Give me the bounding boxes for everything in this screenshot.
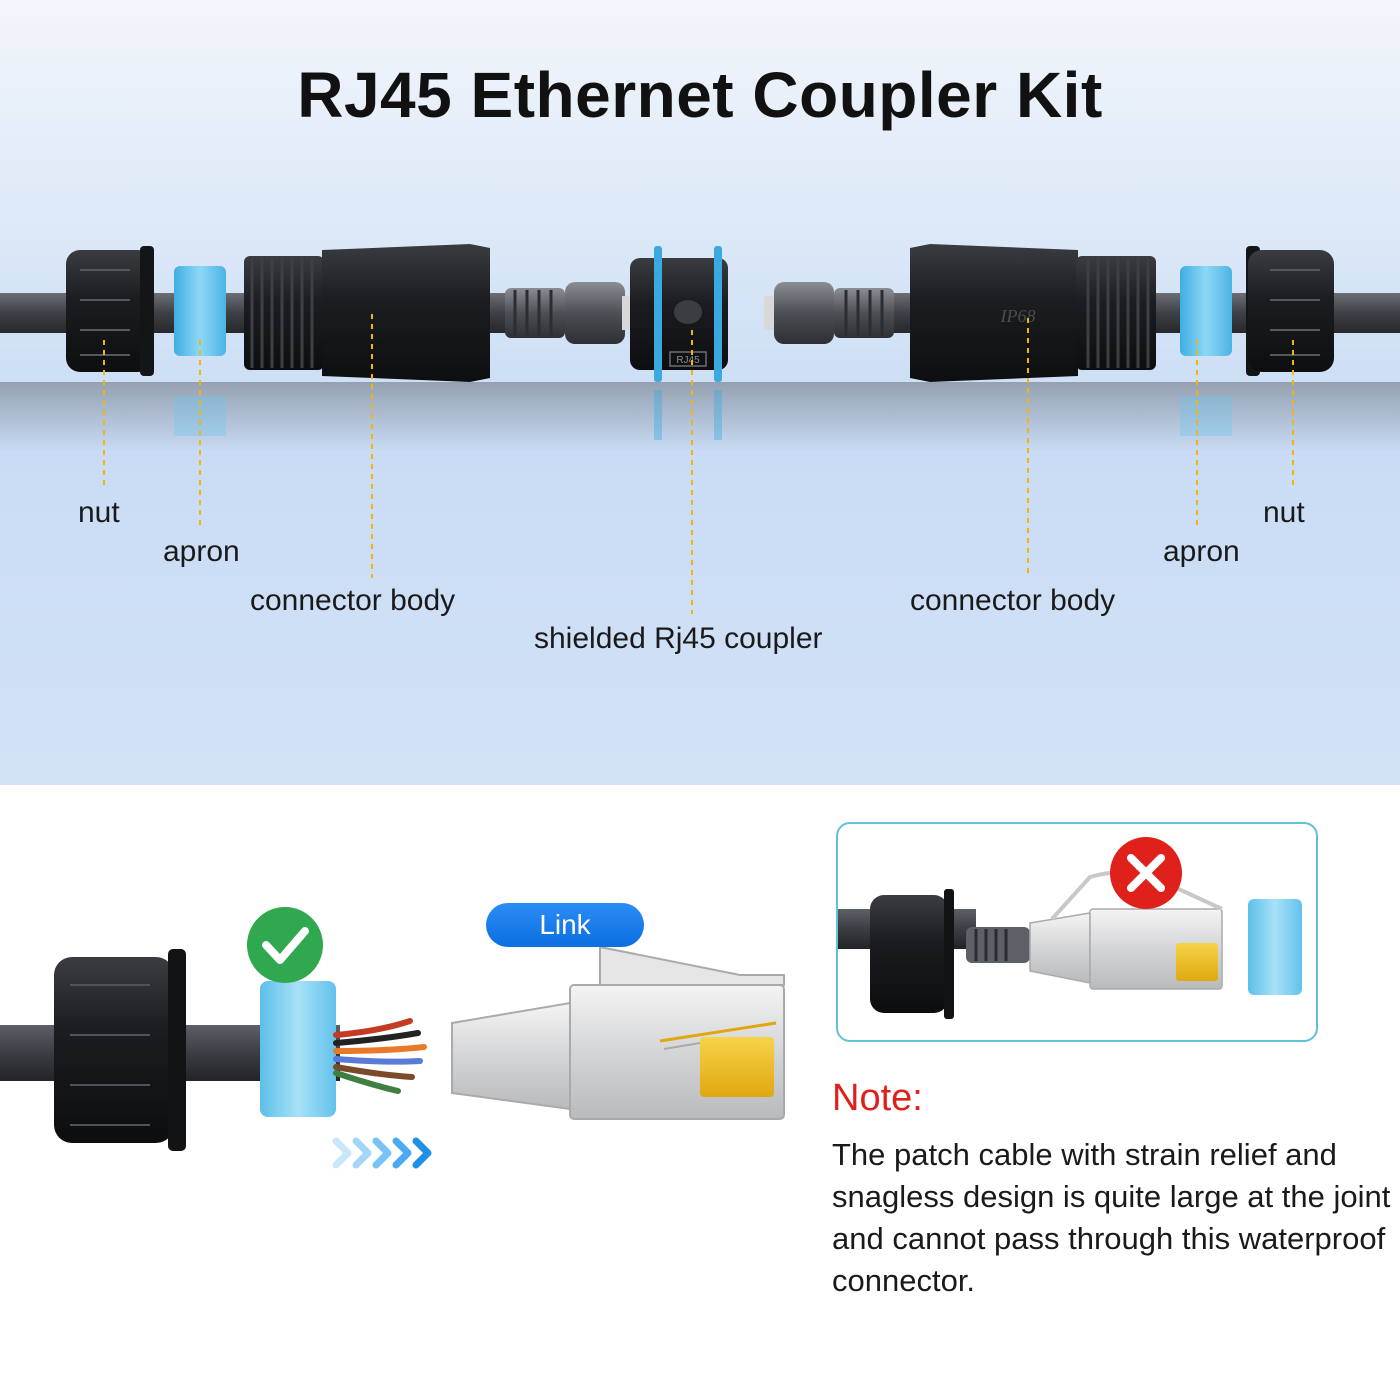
install-apron	[260, 981, 336, 1117]
shielded-coupler: RJ45	[630, 246, 728, 382]
label-apron-left: apron	[163, 535, 240, 568]
install-diagram	[0, 837, 1302, 1169]
note-title: Note:	[832, 1077, 923, 1119]
cross-icon	[1110, 837, 1182, 909]
boot-left	[505, 282, 636, 344]
cable-wires	[333, 1018, 427, 1094]
connector-body-left	[244, 244, 490, 382]
reflection	[0, 382, 1400, 452]
label-connector-body-left: connector body	[250, 584, 456, 617]
install-nut	[54, 949, 186, 1151]
chevrons-right-icon	[332, 1137, 432, 1169]
label-coupler: shielded Rj45 coupler	[534, 622, 823, 655]
label-nut-right: nut	[1263, 496, 1305, 529]
nut-left	[66, 246, 154, 376]
coupler-marking: RJ45	[676, 355, 700, 366]
exploded-view-panel: RJ45 Ethernet Coupler Kit	[0, 0, 1400, 785]
exploded-diagram: RJ45 IP68	[0, 244, 1400, 614]
note-body: The patch cable with strain relief and s…	[832, 1137, 1391, 1298]
connector-body-right: IP68	[910, 244, 1156, 382]
apron-left	[174, 266, 226, 356]
label-connector-body-right: connector body	[910, 584, 1116, 617]
boot-right	[764, 282, 894, 344]
nut-right	[1246, 246, 1334, 376]
guide-lines	[103, 314, 1294, 614]
label-nut-left: nut	[78, 496, 120, 529]
body-marking: IP68	[1000, 306, 1036, 326]
page-title: RJ45 Ethernet Coupler Kit	[297, 59, 1103, 131]
link-badge: Link	[486, 903, 644, 947]
label-apron-right: apron	[1163, 535, 1240, 568]
check-icon	[247, 907, 323, 983]
note-image-frame	[836, 822, 1318, 1042]
rj45-plug	[451, 945, 785, 1120]
apron-right	[1180, 266, 1232, 356]
